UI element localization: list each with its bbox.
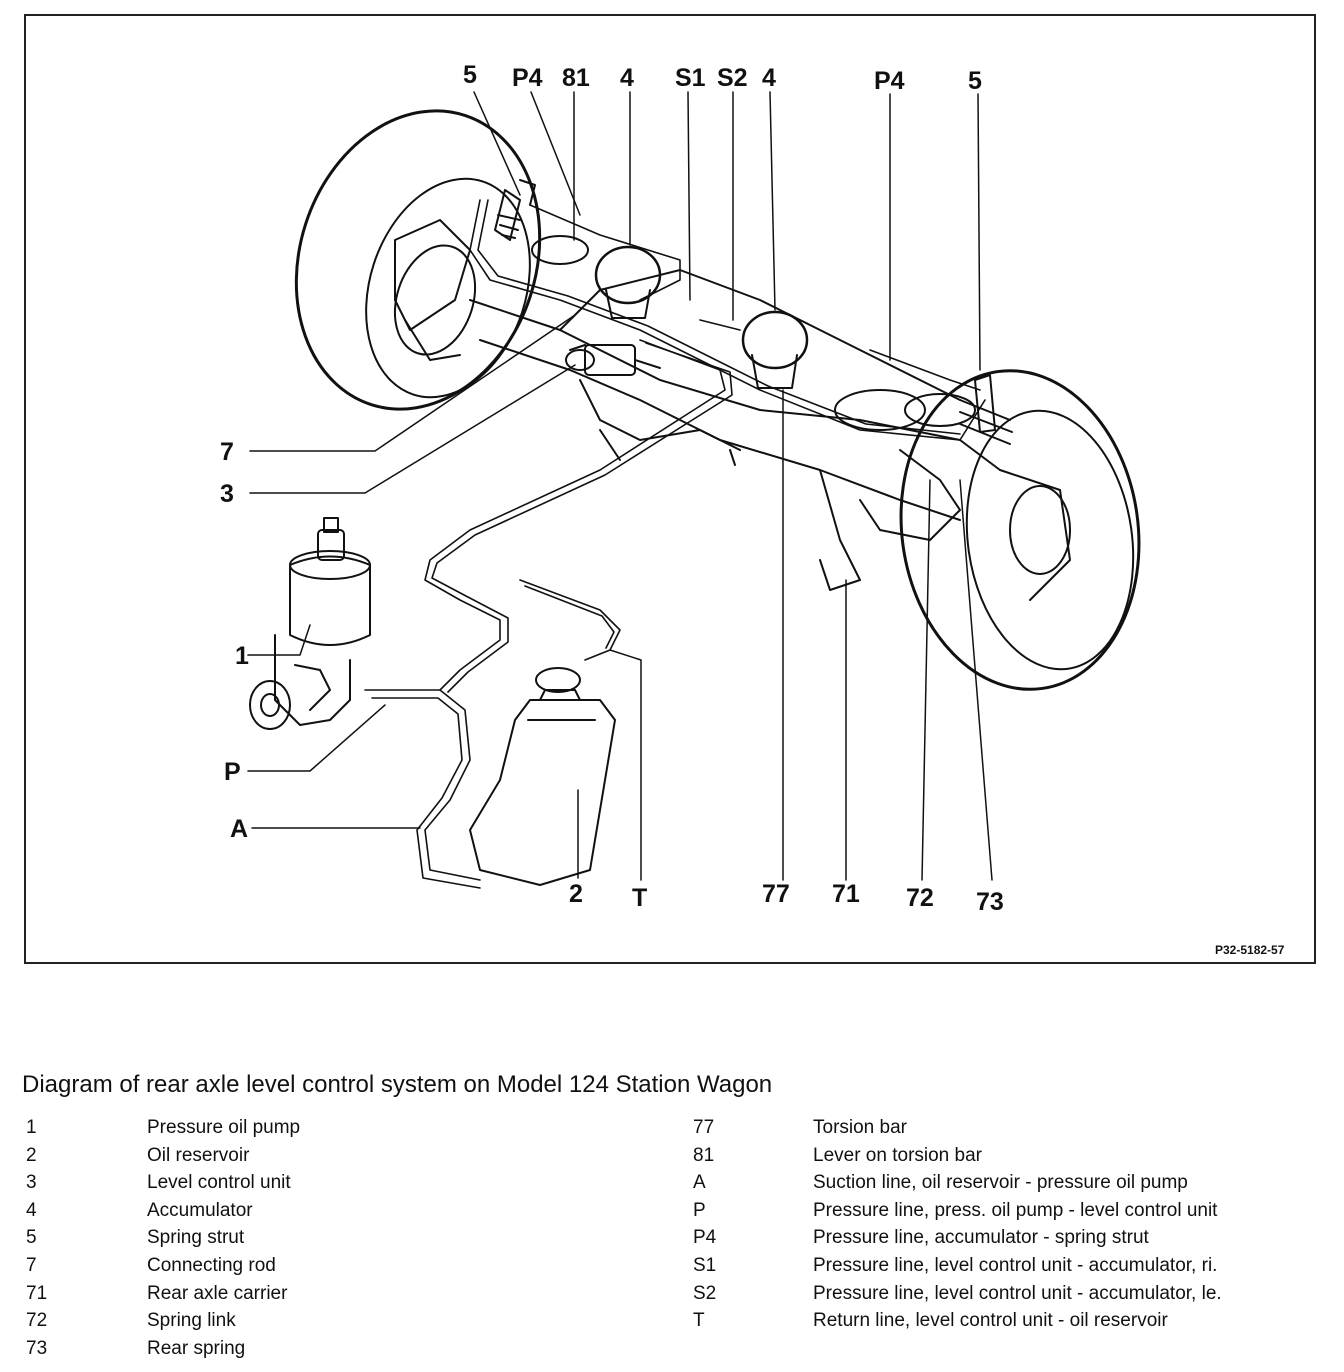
leader-lines [247, 91, 993, 881]
spring-strut-left [494, 179, 536, 241]
callout-top-p4-right: P4 [874, 67, 905, 95]
callout-bottom-2: 2 [569, 880, 583, 908]
callout-left-1: 1 [235, 642, 249, 670]
legend-row: P Pressure line, press. oil pump - level … [693, 1200, 1323, 1228]
callout-top-p4-left: P4 [512, 64, 543, 92]
legend-description: Level control unit [147, 1172, 291, 1194]
callout-top-4-right: 4 [762, 64, 776, 92]
callout-top-5-left: 5 [463, 61, 477, 89]
legend-description: Rear axle carrier [147, 1282, 288, 1304]
legend-code: T [693, 1310, 705, 1332]
legend-code: A [693, 1172, 706, 1194]
legend-row: P4 Pressure line, accumulator - spring st… [693, 1227, 1323, 1255]
callout-top-4-left: 4 [620, 64, 634, 92]
callout-bottom-72: 72 [906, 884, 934, 912]
legend-row: S1 Pressure line, level control unit - ac… [693, 1255, 1323, 1283]
legend-code: 3 [26, 1172, 37, 1194]
legend-description: Pressure line, level control unit - accu… [813, 1254, 1218, 1276]
callout-bottom-71: 71 [832, 880, 860, 908]
legend-description: Connecting rod [147, 1254, 276, 1276]
legend-row: 1 Pressure oil pump [26, 1117, 646, 1145]
legend-row: 77 Torsion bar [693, 1117, 1323, 1145]
legend-code: P [693, 1199, 706, 1221]
legend-row: 72 Spring link [26, 1310, 646, 1338]
legend-description: Pressure line, press. oil pump - level c… [813, 1199, 1218, 1221]
legend-code: 2 [26, 1144, 37, 1166]
callout-left-7: 7 [220, 438, 234, 466]
legend-code: P4 [693, 1227, 717, 1249]
figure-reference-code: P32-5182-57 [1215, 943, 1285, 957]
callout-top-s1: S1 [675, 64, 706, 92]
legend-description: Pressure line, level control unit - accu… [813, 1282, 1222, 1304]
callout-bottom-t: T [632, 884, 647, 912]
legend-code: 71 [26, 1282, 48, 1304]
hydraulic-lines [364, 199, 986, 889]
legend-row: 81 Lever on torsion bar [693, 1145, 1323, 1173]
oil-reservoir [469, 667, 616, 886]
rear-axle-diagram: 5 P4 81 4 S1 S2 4 P4 5 7 3 1 P A 2 T 77 … [220, 61, 1285, 957]
legend-description: Suction line, oil reservoir - pressure o… [813, 1172, 1188, 1194]
legend-code: 73 [26, 1337, 48, 1359]
figure-caption: Diagram of rear axle level control syste… [22, 1071, 773, 1098]
legend-row: S2 Pressure line, level control unit - ac… [693, 1283, 1323, 1311]
pressure-oil-pump [249, 517, 371, 730]
level-control-unit [569, 344, 661, 376]
callout-top-s2: S2 [717, 64, 748, 92]
legend-description: Rear spring [147, 1337, 246, 1359]
legend-description: Spring strut [147, 1227, 245, 1249]
legend-row: 3 Level control unit [26, 1172, 646, 1200]
legend-description: Accumulator [147, 1199, 253, 1221]
legend-code: S1 [693, 1254, 717, 1276]
legend-code: 4 [26, 1199, 37, 1221]
legend-description: Lever on torsion bar [813, 1144, 982, 1166]
legend-description: Oil reservoir [147, 1144, 250, 1166]
figure-frame [24, 14, 1316, 964]
callout-left-p: P [224, 758, 241, 786]
legend-row: A Suction line, oil reservoir - pressure … [693, 1172, 1323, 1200]
legend-column-left: 1 Pressure oil pump 2 Oil reservoir 3 Level c… [26, 1117, 646, 1365]
legend-code: 72 [26, 1310, 48, 1332]
legend-description: Torsion bar [813, 1117, 907, 1138]
legend-description: Pressure line, accumulator - spring stru… [813, 1227, 1149, 1249]
legend-code: 7 [26, 1254, 37, 1276]
legend-row: 7 Connecting rod [26, 1255, 646, 1283]
left-wheel [294, 109, 542, 411]
legend-row: T Return line, level control unit - oil r… [693, 1310, 1323, 1338]
legend-description: Spring link [147, 1310, 236, 1332]
legend-row: 73 Rear spring [26, 1338, 646, 1366]
legend-code: S2 [693, 1282, 717, 1304]
legend-code: 1 [26, 1117, 37, 1138]
callout-bottom-77: 77 [762, 880, 790, 908]
legend-row: 5 Spring strut [26, 1227, 646, 1255]
callout-bottom-73: 73 [976, 888, 1004, 916]
legend-description: Pressure oil pump [147, 1117, 301, 1138]
callout-left-a: A [230, 815, 248, 843]
callout-top-5-right: 5 [968, 67, 982, 95]
legend-row: 71 Rear axle carrier [26, 1283, 646, 1311]
callout-left-3: 3 [220, 480, 234, 508]
legend-code: 5 [26, 1227, 37, 1249]
callout-labels: 5 P4 81 4 S1 S2 4 P4 5 7 3 1 P A 2 T 77 … [220, 61, 1285, 957]
right-wheel [899, 369, 1141, 691]
legend-code: 81 [693, 1144, 715, 1166]
legend-code: 77 [693, 1117, 715, 1138]
legend-row: 2 Oil reservoir [26, 1145, 646, 1173]
callout-top-81: 81 [562, 64, 590, 92]
legend-row: 4 Accumulator [26, 1200, 646, 1228]
legend-description: Return line, level control unit - oil re… [813, 1310, 1168, 1332]
